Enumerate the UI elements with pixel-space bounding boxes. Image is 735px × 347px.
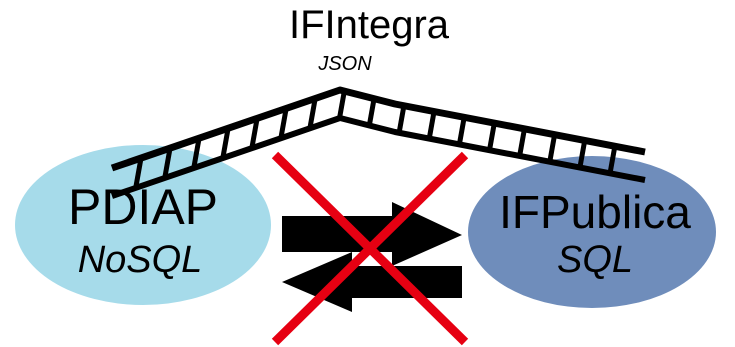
bridge-rung	[249, 117, 260, 147]
bridge-rung	[162, 147, 173, 177]
bridge-rung	[220, 127, 231, 157]
bridge-rung	[191, 137, 202, 167]
bridge-rung	[426, 111, 437, 140]
bridge-rungs	[133, 90, 618, 187]
ifpublica-tech: SQL	[557, 239, 633, 281]
pdiap-node	[15, 145, 271, 305]
bridge-rung	[517, 128, 527, 158]
bridge-rung	[336, 90, 347, 120]
sync-arrows-icon	[282, 202, 462, 312]
bridge-rung	[133, 157, 144, 187]
arrow-right-icon	[282, 202, 462, 266]
pdiap-tech: NoSQL	[78, 239, 203, 281]
bridge-rung	[456, 116, 467, 146]
ifpublica-name: IFPublica	[499, 186, 691, 238]
bridge-rung	[278, 107, 289, 137]
bridge-rung	[366, 98, 377, 128]
bridge-rung	[307, 98, 318, 127]
bridge-title: IFIntegra	[289, 3, 450, 47]
bridge-format: JSON	[317, 53, 372, 75]
blocked-cross-icon	[271, 151, 469, 346]
pdiap-name: PDIAP	[68, 179, 218, 235]
bridge-rung	[547, 134, 558, 164]
bridge-icon	[110, 86, 646, 199]
bridge-rung	[486, 122, 497, 152]
bridge-rung	[396, 105, 407, 135]
ifpublica-node	[468, 156, 716, 308]
bridge-rung	[607, 145, 618, 175]
bridge-rung	[577, 139, 588, 169]
